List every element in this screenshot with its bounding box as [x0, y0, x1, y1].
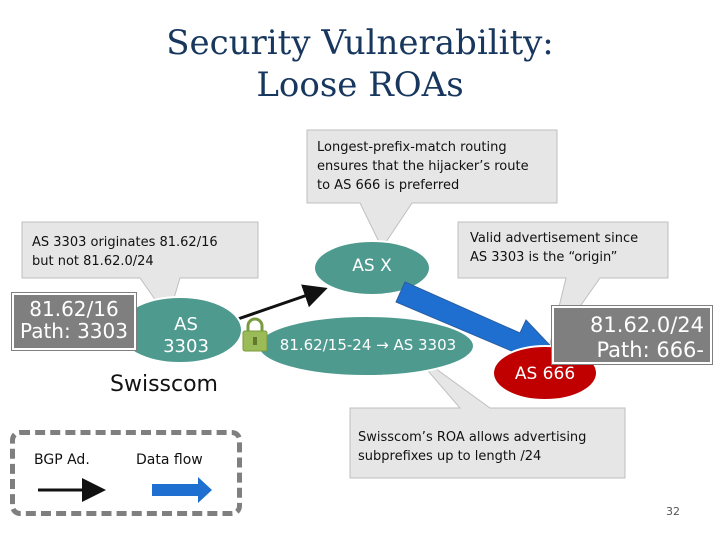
- callout-valid-line: Valid advertisement since: [470, 231, 639, 246]
- callout-routing-line: to AS 666 is preferred: [317, 178, 460, 193]
- route-box-right-path: Path: 666-3303: [596, 338, 704, 387]
- callout-roa-line: Swisscom’s ROA allows advertising: [358, 430, 587, 445]
- route-box-right: 81.62.0/24 Path: 666-3303: [552, 306, 712, 387]
- swisscom-as-line: AS: [174, 314, 198, 335]
- callout-routing: Longest-prefix-match routing ensures tha…: [317, 138, 529, 195]
- route-box-right-prefix: 81.62.0/24: [590, 313, 704, 337]
- title-line-1: Security Vulnerability:: [166, 23, 554, 63]
- roa-label: 81.62/15-24 → AS 3303: [279, 336, 457, 354]
- legend: [10, 430, 242, 516]
- callout-routing-line: ensures that the hijacker’s route: [317, 159, 529, 174]
- swisscom-name: Swisscom: [110, 372, 218, 397]
- legend-bgp-label: BGP Ad.: [34, 452, 90, 468]
- route-box-left-prefix: 81.62/16: [29, 297, 119, 321]
- callout-roa-shape: [349, 349, 626, 479]
- legend-data-label: Data flow: [136, 452, 203, 468]
- callout-roa-line: subprefixes up to length /24: [358, 449, 542, 464]
- route-box-left: 81.62/16 Path: 3303: [12, 293, 136, 350]
- page-title: Security Vulnerability: Loose ROAs: [0, 22, 720, 106]
- callout-origin: AS 3303 originates 81.62/16 but not 81.6…: [32, 233, 218, 271]
- title-line-2: Loose ROAs: [256, 65, 464, 105]
- callout-routing-line: Longest-prefix-match routing: [317, 140, 507, 155]
- legend-data-arrow: [152, 477, 212, 503]
- asx-label: AS X: [352, 256, 392, 276]
- asx-node: [313, 240, 431, 296]
- route-box-left-path: Path: 3303: [20, 319, 128, 343]
- page-number: 32: [666, 505, 680, 518]
- callout-swisscom-roa: Swisscom’s ROA allows advertising subpre…: [358, 428, 586, 466]
- swisscom-as-label: AS 3303: [150, 314, 222, 358]
- as666-label: AS 666: [514, 364, 576, 384]
- bgp-arrow: [234, 284, 328, 322]
- callout-origin-line: AS 3303 originates 81.62/16: [32, 235, 218, 250]
- callout-valid-line: AS 3303 is the “origin”: [470, 250, 618, 265]
- callout-origin-line: but not 81.62.0/24: [32, 254, 154, 269]
- swisscom-as-line: 3303: [163, 336, 209, 357]
- callout-valid: Valid advertisement since AS 3303 is the…: [470, 229, 638, 267]
- callout-routing-shape: [306, 129, 558, 250]
- lock-icon: [242, 317, 268, 352]
